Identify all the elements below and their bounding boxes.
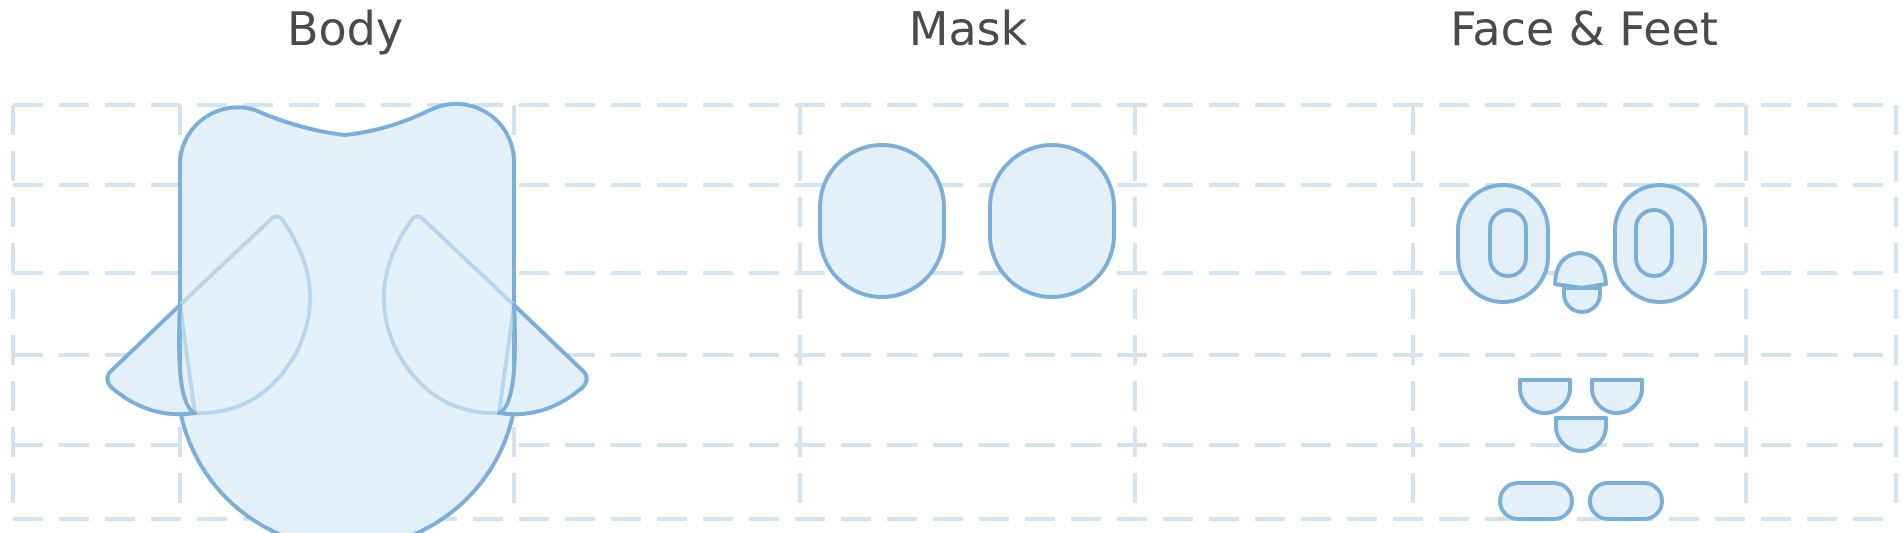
- guide-grid: [11, 103, 1898, 521]
- body-section-title: Body: [286, 2, 404, 56]
- foot-piece-1-cutout[interactable]: [1518, 378, 1572, 415]
- left-wing-cutout[interactable]: [105, 303, 197, 417]
- body-parts: [105, 101, 589, 533]
- right-wing-fold: [381, 214, 516, 416]
- right-foot-pill-cutout[interactable]: [1588, 481, 1664, 521]
- left-wing-fold: [178, 214, 313, 416]
- beak-top-cutout[interactable]: [1553, 251, 1608, 290]
- left-eye-patch-cutout[interactable]: [818, 143, 946, 299]
- right-eye-patch-cutout[interactable]: [988, 143, 1116, 299]
- right-wing-cutout[interactable]: [497, 303, 589, 417]
- right-eye-pupil-cutout[interactable]: [1634, 208, 1674, 278]
- foot-piece-3-cutout[interactable]: [1554, 416, 1608, 453]
- beak-bottom-cutout[interactable]: [1562, 286, 1602, 314]
- body-cutout[interactable]: [178, 101, 516, 533]
- face-feet-section-title: Face & Feet: [1450, 2, 1718, 56]
- left-foot-pill-cutout[interactable]: [1498, 481, 1574, 521]
- mask-section-title: Mask: [908, 2, 1028, 56]
- face-feet-parts: [1456, 183, 1707, 521]
- mask-parts: [818, 143, 1116, 299]
- left-eye-pupil-cutout[interactable]: [1488, 208, 1528, 278]
- foot-piece-2-cutout[interactable]: [1590, 378, 1644, 415]
